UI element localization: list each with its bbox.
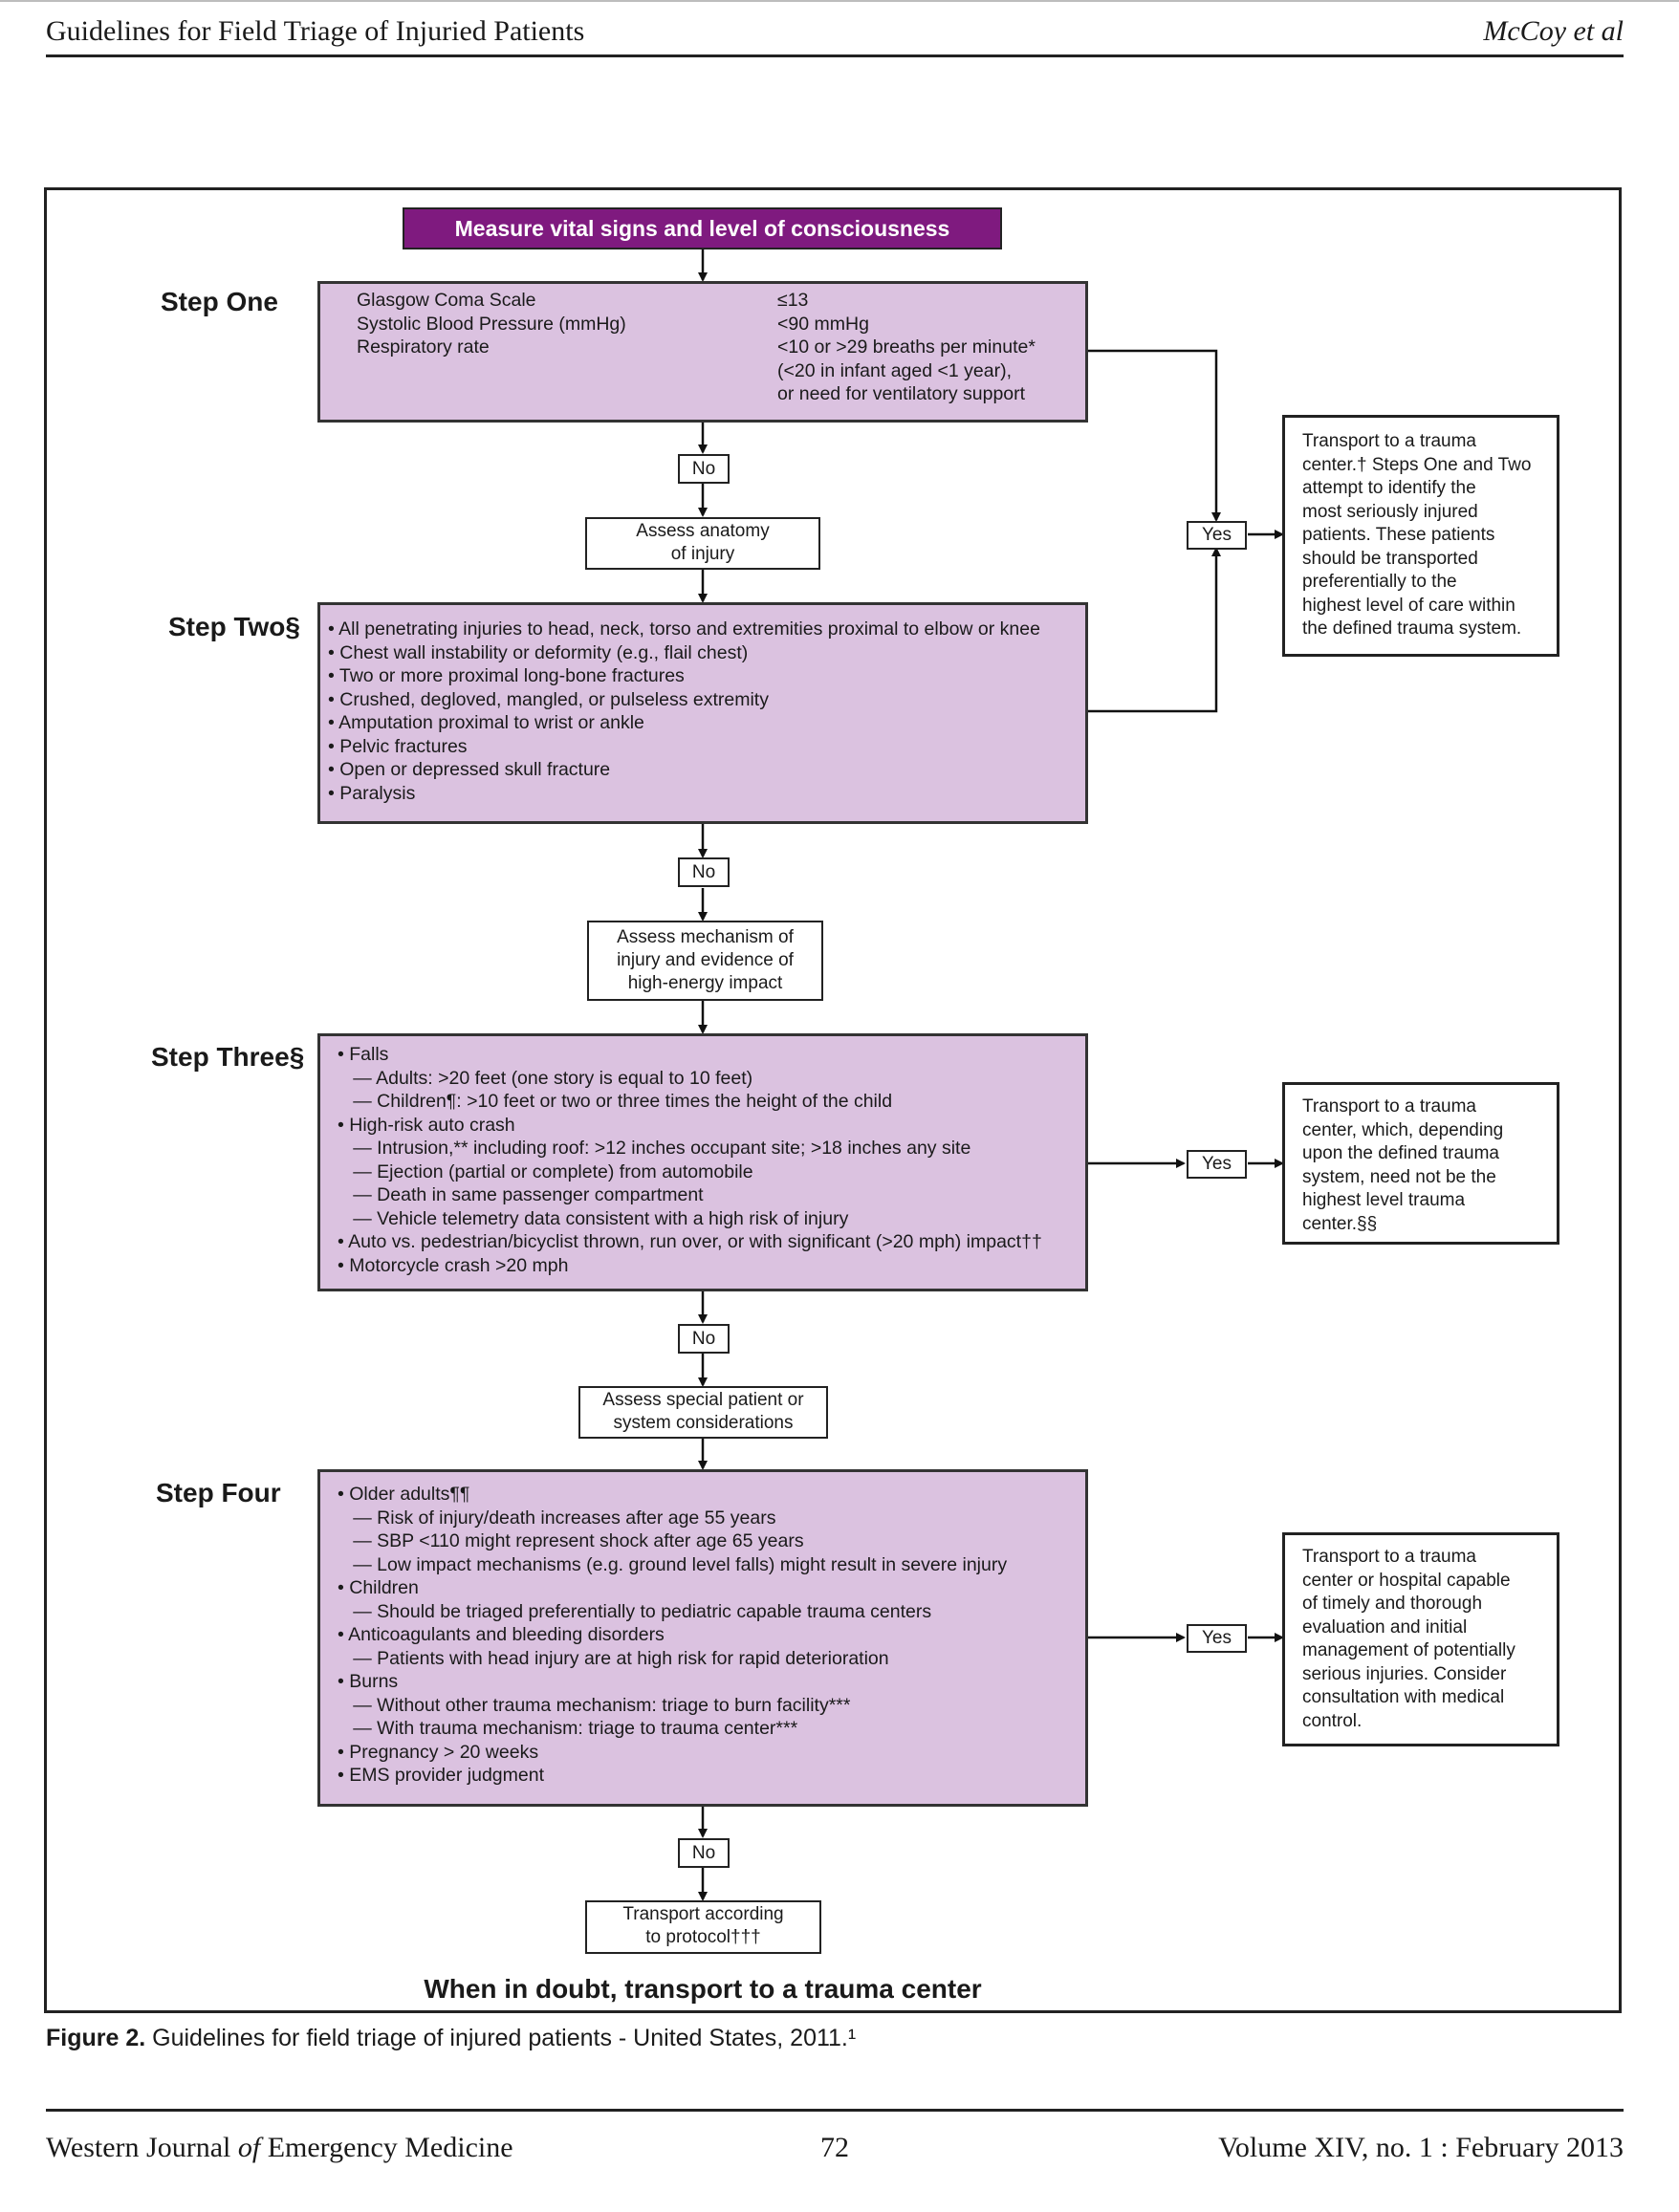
step-two-criteria: • All penetrating injuries to head, neck… bbox=[328, 618, 1040, 804]
footer-rule bbox=[46, 2109, 1624, 2112]
start-box: Measure vital signs and level of conscio… bbox=[403, 207, 1002, 249]
footer-journal-start: Western Journal bbox=[46, 2132, 238, 2163]
step-four-label: Step Four bbox=[156, 1478, 281, 1507]
assess-special-box: Assess special patient or system conside… bbox=[578, 1386, 828, 1439]
footer-journal: Western Journal of Emergency Medicine bbox=[46, 2132, 513, 2164]
footer-journal-end: Emergency Medicine bbox=[260, 2132, 513, 2163]
header-rule bbox=[46, 54, 1624, 57]
no-box-2: No bbox=[678, 857, 730, 887]
no-box-3: No bbox=[678, 1324, 730, 1354]
figure-caption: Figure 2. Guidelines for field triage of… bbox=[46, 2025, 856, 2052]
yes-box-2: Yes bbox=[1187, 1150, 1247, 1179]
step-three-criteria: • Falls — Adults: >20 feet (one story is… bbox=[338, 1044, 1042, 1276]
no-box-4: No bbox=[678, 1838, 730, 1868]
step-two-criteria-box bbox=[317, 602, 1088, 824]
yes-box-3: Yes bbox=[1187, 1624, 1247, 1653]
step-one-criteria-box bbox=[317, 281, 1088, 423]
assess-mechanism-box: Assess mechanism of injury and evidence … bbox=[587, 921, 823, 1001]
assess-anatomy-box: Assess anatomy of injury bbox=[585, 517, 820, 570]
footer-page-number: 72 bbox=[820, 2132, 849, 2163]
step-one-label: Step One bbox=[161, 287, 278, 316]
running-authors: McCoy et al bbox=[1483, 15, 1624, 47]
connector-step-one-yes bbox=[1085, 349, 1221, 522]
step-four-criteria: • Older adults¶¶ — Risk of injury/death … bbox=[338, 1484, 1008, 1786]
running-title: Guidelines for Field Triage of Injuried … bbox=[46, 15, 585, 47]
top-border bbox=[0, 0, 1679, 2]
footer-journal-of: of bbox=[237, 2132, 261, 2163]
step-two-label: Step Two§ bbox=[168, 612, 300, 641]
doubt-statement: When in doubt, transport to a trauma cen… bbox=[424, 1974, 982, 2004]
step-three-label: Step Three§ bbox=[151, 1042, 305, 1072]
caption-label: Figure 2. bbox=[46, 2025, 146, 2051]
no-box-1: No bbox=[678, 454, 730, 484]
yes-box-1: Yes bbox=[1187, 521, 1247, 550]
assess-mechanism-text: Assess mechanism of injury and evidence … bbox=[617, 927, 794, 993]
outcome-box-3: Transport to a trauma center or hospital… bbox=[1282, 1532, 1559, 1746]
caption-text: Guidelines for field triage of injured p… bbox=[145, 2025, 857, 2051]
step-one-criteria-thresholds: ≤13 <90 mmHg <10 or >29 breaths per minu… bbox=[777, 290, 1036, 404]
final-transport-text: Transport according to protocol††† bbox=[622, 1904, 784, 1947]
footer-volume: Volume XIV, no. 1 : February 2013 bbox=[1218, 2132, 1624, 2163]
outcome-box-2: Transport to a trauma center, which, dep… bbox=[1282, 1082, 1559, 1245]
final-transport-box: Transport according to protocol††† bbox=[585, 1900, 821, 1954]
step-one-criteria-labels: Glasgow Coma Scale Systolic Blood Pressu… bbox=[357, 290, 626, 358]
step-three-criteria-box bbox=[317, 1033, 1088, 1291]
outcome-box-1: Transport to a trauma center.† Steps One… bbox=[1282, 415, 1559, 657]
figure-frame bbox=[44, 187, 1622, 2013]
connector-step-two-yes bbox=[1085, 547, 1221, 713]
step-four-criteria-box bbox=[317, 1469, 1088, 1807]
assess-anatomy-text: Assess anatomy of injury bbox=[636, 521, 770, 564]
assess-special-text: Assess special patient or system conside… bbox=[602, 1390, 804, 1433]
